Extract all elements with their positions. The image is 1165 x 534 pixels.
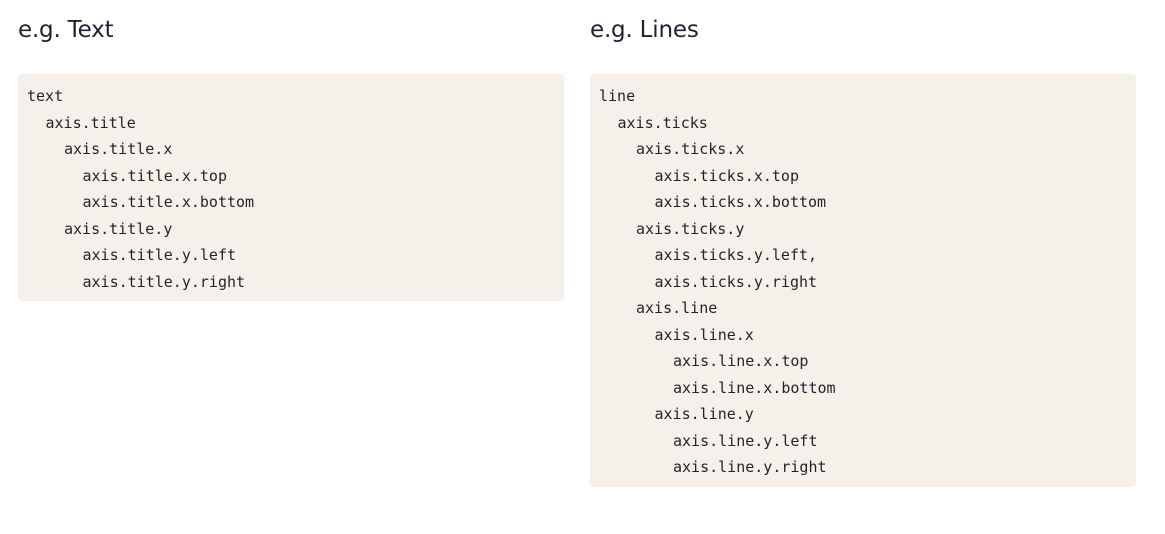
- code-line: axis.ticks.x: [636, 140, 745, 158]
- code-line: axis.line.x.bottom: [673, 378, 836, 397]
- code-line: axis.ticks.x.top: [654, 166, 800, 185]
- code-line: axis.ticks.y: [636, 219, 745, 238]
- section-heading-lines: e.g. Lines: [590, 17, 699, 43]
- code-line: axis.ticks.y.left,: [654, 246, 818, 264]
- code-line: axis.line.x.top: [673, 352, 809, 370]
- code-line: axis.title.y.right: [82, 272, 246, 291]
- code-line: axis.line.y.left: [673, 431, 818, 450]
- code-line: axis.line.y.right: [673, 458, 827, 476]
- code-line: line: [599, 87, 636, 105]
- code-line: axis.title.y: [64, 219, 173, 238]
- code-line: axis.ticks.x.bottom: [654, 193, 827, 211]
- code-block-lines: line axis.ticks axis.ticks.x axis.ticks.x.t…: [590, 74, 1136, 487]
- code-line: axis.title.y.left: [82, 246, 237, 264]
- code-line: text: [27, 87, 64, 105]
- code-line: axis.title.x.bottom: [82, 193, 255, 211]
- code-line: axis.line: [636, 299, 718, 317]
- section-heading-text: e.g. Text: [18, 17, 114, 43]
- code-line: axis.line.x: [654, 325, 754, 344]
- code-line: axis.ticks: [617, 113, 708, 132]
- code-block-text: text axis.title axis.title.x axis.title.x.t…: [18, 74, 564, 301]
- code-line: axis.title: [45, 113, 136, 132]
- code-line: axis.title.x.top: [82, 166, 228, 185]
- code-line: axis.ticks.y.right: [654, 272, 818, 291]
- code-line: axis.line.y: [654, 405, 754, 423]
- code-line: axis.title.x: [64, 140, 173, 158]
